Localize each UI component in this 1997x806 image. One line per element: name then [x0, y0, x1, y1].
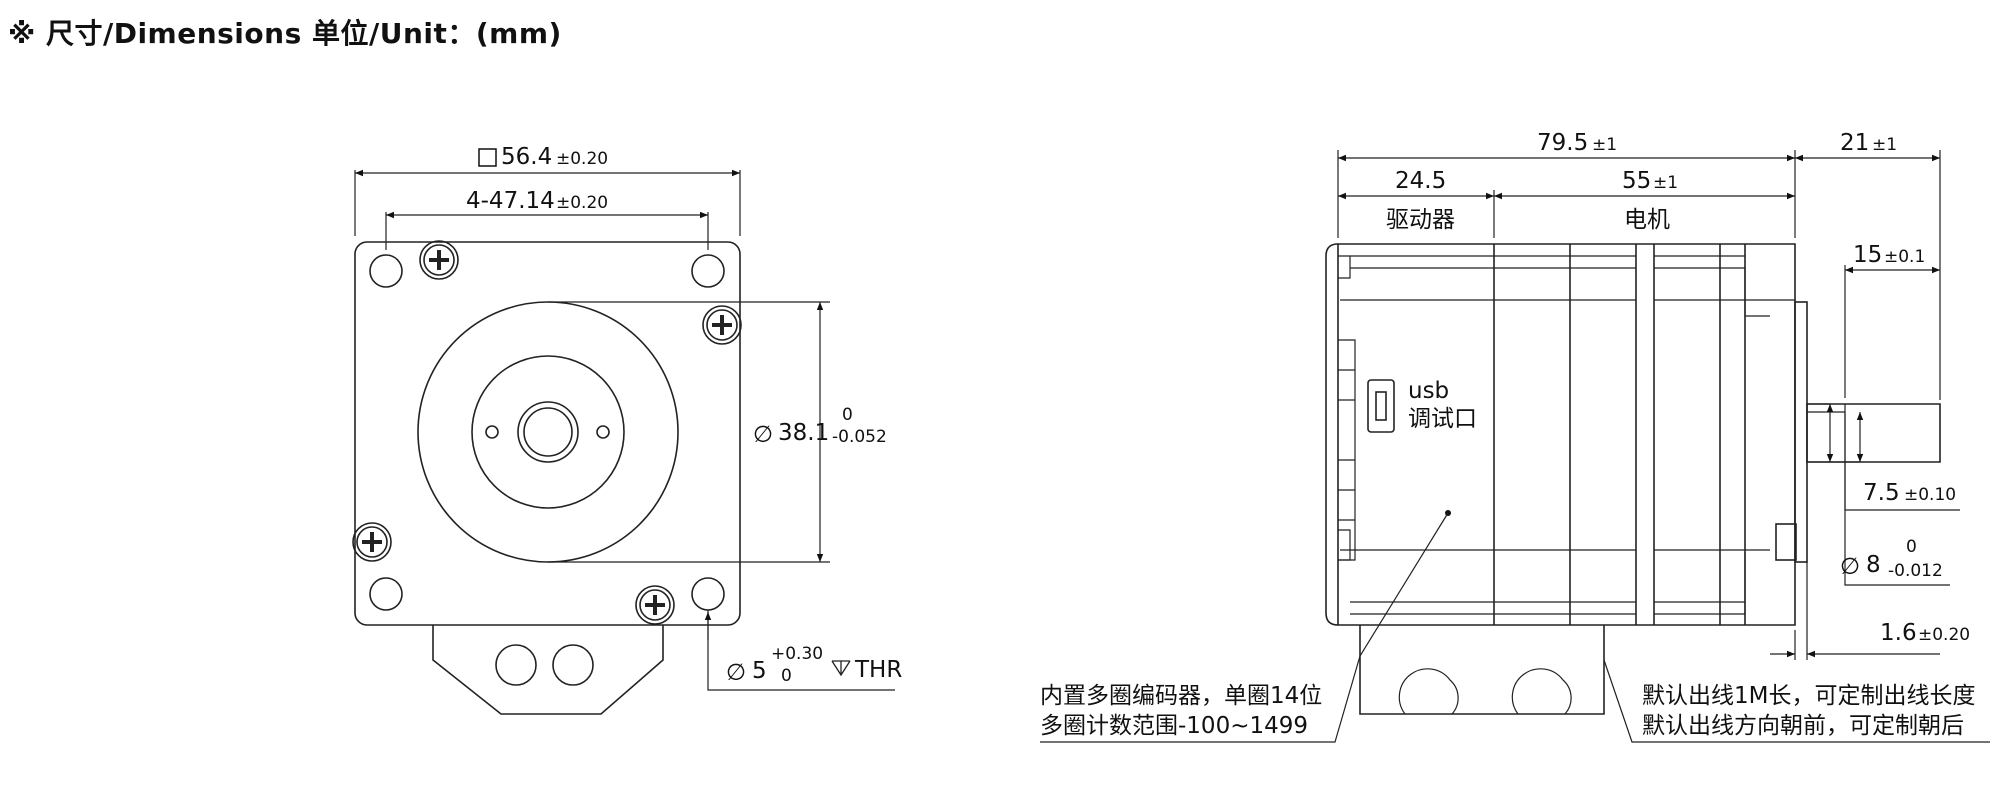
square-symbol-icon: [478, 148, 497, 167]
dim-pilot-prefix: ∅: [753, 422, 773, 448]
mount-hole-tr: [691, 254, 725, 288]
dim-shaft-dia-tol-upper: 0: [1906, 537, 1917, 557]
label-driver: 驱动器: [1386, 207, 1455, 233]
cable-box: [432, 625, 664, 715]
screw-left: [352, 522, 392, 562]
side-view: [1040, 150, 1990, 743]
dim-holes-value: 4-47.14: [466, 188, 555, 214]
note-encoder-line1: 内置多圈编码器，单圈14位: [1040, 683, 1322, 709]
side-body-outline: [1337, 243, 1796, 626]
dim-flat-tol: ±0.10: [1904, 485, 1956, 505]
dim-pilot-tol-lower: -0.052: [832, 427, 887, 447]
dim-hole-tol-lower: 0: [781, 666, 792, 686]
dim-driver-value: 24.5: [1395, 168, 1446, 194]
mount-hole-br: [691, 577, 725, 611]
dim-shaft-inner-tol: ±0.1: [1884, 247, 1925, 267]
pilot-circle: [417, 301, 679, 563]
dim-square-value: 56.4: [501, 144, 552, 170]
note-cable-line1: 默认出线1M长，可定制出线长度: [1642, 683, 1975, 709]
dim-pilot-value: 38.1: [778, 420, 829, 446]
dim-motor-tol: ±1: [1653, 173, 1678, 193]
front-flange: [1794, 301, 1808, 563]
screw-top: [419, 240, 459, 280]
dim-shaft-dia-value: 8: [1866, 552, 1881, 578]
label-motor: 电机: [1624, 207, 1670, 233]
dim-shaft-len-tol: ±1: [1872, 135, 1897, 155]
shaft-inner-circle: [523, 407, 573, 457]
dim-hole-prefix: ∅: [726, 660, 746, 686]
dim-flange-value: 1.6: [1880, 620, 1917, 646]
shaft-outer-circle: [517, 401, 579, 463]
motor-face-square: [354, 241, 741, 626]
dim-total-tol: ±1: [1592, 135, 1617, 155]
front-view: [352, 169, 895, 715]
cable-hole-right: [552, 644, 594, 686]
dim-square-tol: ±0.20: [556, 149, 608, 169]
output-shaft: [1806, 403, 1941, 463]
dim-hole-depth: THR: [854, 657, 902, 683]
dim-hole-tol-upper: +0.30: [771, 644, 823, 664]
screw-bottom: [635, 585, 675, 625]
note-cable-line2: 默认出线方向朝前，可定制朝后: [1642, 713, 1964, 739]
dim-holes-tol: ±0.20: [556, 193, 608, 213]
dim-flat-value: 7.5: [1863, 480, 1900, 506]
screw-right: [702, 305, 742, 345]
dim-total-value: 79.5: [1537, 130, 1588, 156]
usb-port: [1367, 379, 1395, 433]
usb-label-line2: 调试口: [1408, 406, 1477, 432]
boss-hole-left: [485, 425, 499, 439]
dim-shaft-dia-prefix: ∅: [1840, 554, 1860, 580]
note-encoder-line2: 多圈计数范围-100~1499: [1040, 713, 1308, 739]
dim-shaft-dia-tol-lower: -0.012: [1888, 561, 1943, 581]
boss-hole-right: [596, 425, 610, 439]
dim-flange-tol: ±0.20: [1918, 625, 1970, 645]
inner-boss-circle: [471, 355, 625, 509]
side-cable-box: [1359, 625, 1605, 715]
dim-pilot-tol-upper: 0: [842, 405, 853, 425]
mount-hole-bl: [369, 577, 403, 611]
cable-hole-left: [495, 644, 537, 686]
usb-label-line1: usb: [1408, 378, 1449, 404]
dim-hole-value: 5: [752, 658, 767, 684]
mount-hole-tl: [369, 254, 403, 288]
dim-motor-value: 55: [1622, 168, 1651, 194]
dim-shaft-inner-value: 15: [1853, 242, 1882, 268]
dim-shaft-len-value: 21: [1840, 130, 1869, 156]
page-title: ※ 尺寸/Dimensions 单位/Unit：(mm): [8, 17, 562, 50]
